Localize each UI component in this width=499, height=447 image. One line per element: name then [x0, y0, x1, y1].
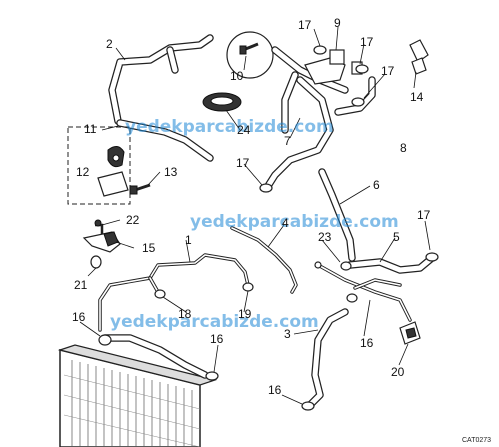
callout-16-a: 16 — [72, 310, 86, 324]
leader-lines — [79, 26, 431, 405]
callout-8: 8 — [400, 141, 407, 155]
callout-18: 18 — [178, 307, 192, 321]
callout-5: 5 — [393, 230, 400, 244]
callout-17-e: 17 — [417, 208, 431, 222]
callout-3: 3 — [284, 327, 291, 341]
thermostat-housing-9 — [304, 49, 363, 85]
callout-17-c: 17 — [381, 64, 395, 78]
callout-16-d: 16 — [268, 383, 282, 397]
callout-23: 23 — [318, 230, 332, 244]
hose-6 — [318, 168, 356, 262]
pipe-1 — [98, 253, 254, 332]
callout-17-b: 17 — [360, 35, 374, 49]
callout-2: 2 — [106, 37, 113, 51]
bolt-13 — [129, 183, 151, 195]
callout-14: 14 — [410, 90, 424, 104]
bracket-group-11 — [67, 126, 131, 205]
callout-24: 24 — [237, 123, 251, 137]
pipe-assembly-23 — [314, 261, 412, 322]
hose-2 — [108, 34, 214, 162]
callout-17-a: 17 — [298, 18, 312, 32]
watermark-3: yedekparcabizde.com — [110, 312, 319, 332]
callout-6: 6 — [373, 178, 380, 192]
callout-1: 1 — [185, 233, 192, 247]
hose-lower-left — [98, 334, 219, 381]
radiator — [57, 344, 218, 447]
clip-14 — [409, 39, 429, 75]
callout-11: 11 — [84, 122, 97, 136]
hose-3 — [301, 308, 349, 411]
pipe-4 — [230, 226, 298, 294]
callout-21: 21 — [74, 278, 88, 292]
plug-21 — [90, 255, 102, 269]
callout-4: 4 — [282, 216, 289, 230]
clip-20 — [399, 321, 421, 345]
callout-10: 10 — [230, 69, 244, 83]
callout-16-c: 16 — [360, 336, 374, 350]
watermark-2: yedekparcabizde.com — [190, 212, 399, 232]
watermark-1: yedekparcabizde.com — [125, 117, 334, 137]
bracket-15 — [82, 231, 121, 253]
callout-15: 15 — [142, 241, 156, 255]
callout-9: 9 — [334, 16, 341, 30]
ring-24 — [202, 92, 242, 112]
hose-5 — [340, 252, 439, 274]
callout-20: 20 — [391, 365, 405, 379]
callout-13: 13 — [164, 165, 178, 179]
callout-7: 7 — [284, 134, 291, 148]
clips-17-top — [259, 45, 369, 193]
callout-22: 22 — [126, 213, 140, 227]
callout-16-b: 16 — [210, 332, 224, 346]
callout-19: 19 — [238, 307, 252, 321]
catalog-code: CAT0273 — [462, 437, 491, 444]
callout-17-d: 17 — [236, 156, 250, 170]
callout-12: 12 — [76, 165, 90, 179]
cap-10-detail — [226, 31, 274, 79]
